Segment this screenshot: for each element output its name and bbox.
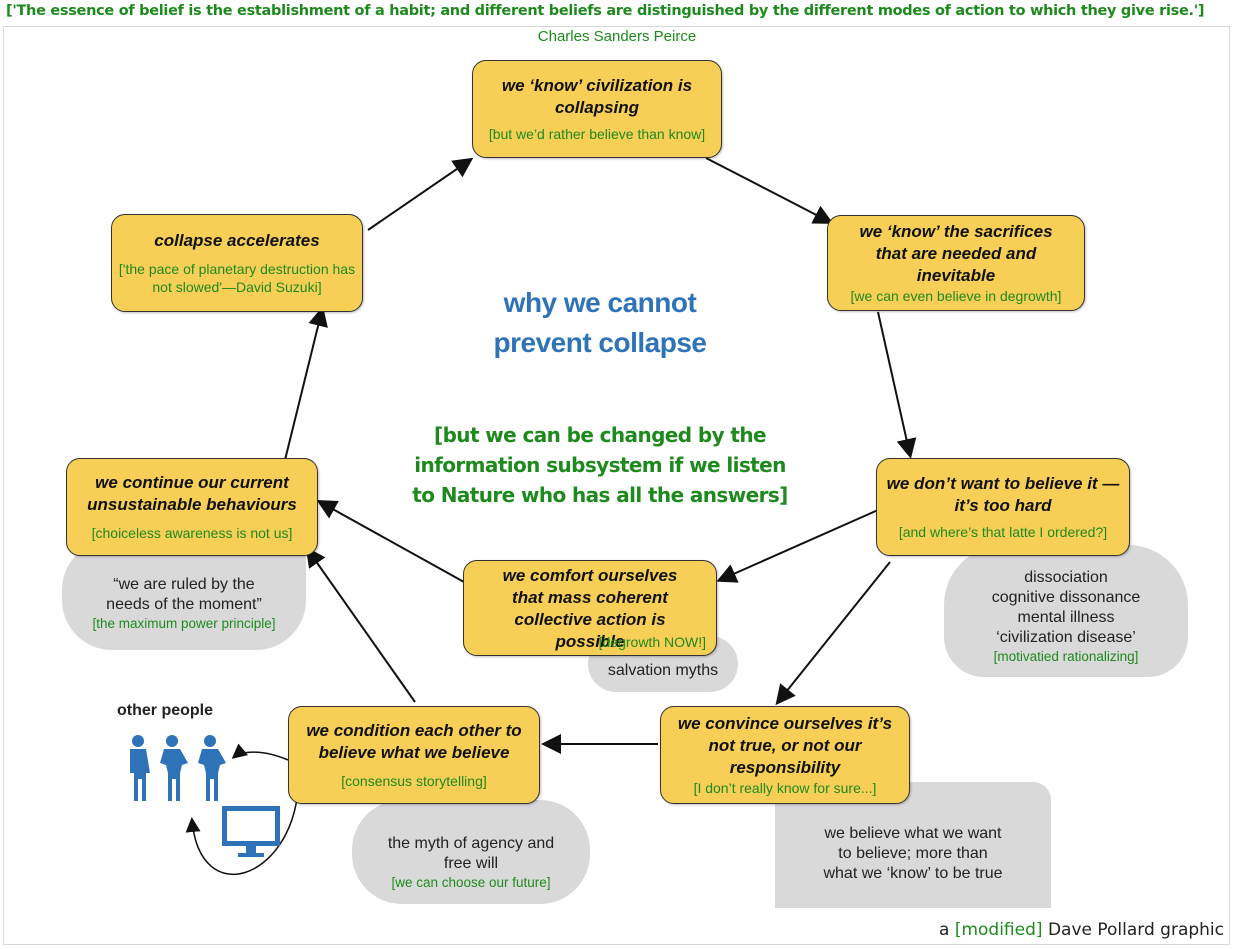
node-comfort-ourselves: we comfort ourselves that mass coherent … (463, 560, 717, 656)
node-subtext: ['the pace of planetary destruction has … (118, 261, 356, 295)
title-line: prevent collapse (493, 327, 707, 358)
diagram-frame (3, 26, 1230, 945)
node-dont-want-to-believe: we don’t want to believe it — it’s too h… (876, 458, 1130, 556)
note-line: information subsystem if we listen (414, 453, 786, 477)
node-know-sacrifices: we ‘know’ the sacrifices that are needed… (827, 215, 1085, 311)
arrow (705, 157, 834, 224)
center-note: [but we can be changed by the informatio… (380, 420, 820, 510)
node-text: we condition each other to believe what … (306, 721, 522, 762)
person-icon (198, 735, 226, 801)
node-subtext: [I don’t really know for sure...] (693, 780, 877, 796)
credit-suffix: Dave Pollard graphic (1047, 920, 1224, 940)
node-text: we ‘know’ the sacrifices that are needed… (859, 222, 1053, 285)
cloud-subtext: [motivatied rationalizing] (993, 649, 1139, 664)
cloud-myth-of-agency: the myth of agency and free will [we can… (352, 800, 590, 904)
diagram-title: why we cannot prevent collapse (450, 283, 750, 363)
credit-modified: [modified] (954, 920, 1043, 940)
node-subtext: [we can even believe in degrowth] (850, 288, 1062, 304)
cloud-dissociation: dissociation cognitive dissonance mental… (944, 545, 1188, 677)
cloud-subtext: [the maximum power principle] (92, 616, 276, 631)
arrow (284, 306, 328, 461)
other-people-label: other people (117, 702, 214, 719)
node-know-collapsing: we ‘know’ civilization is collapsing [bu… (472, 60, 722, 158)
node-convince-ourselves: we convince ourselves it’s not true, or … (660, 706, 910, 804)
monitor-icon (222, 806, 280, 857)
arrow (231, 743, 289, 761)
cloud-text: “we are ruled by the needs of the moment… (106, 576, 262, 613)
arrow (775, 561, 891, 706)
node-text: we continue our current unsustainable be… (87, 473, 297, 514)
pillar-text: we believe what we want to believe; more… (823, 825, 1003, 882)
arrow (367, 157, 474, 231)
node-condition-each-other: we condition each other to believe what … (288, 706, 540, 804)
cloud-text: salvation myths (607, 662, 719, 679)
node-text: we don’t want to believe it — it’s too h… (886, 474, 1120, 515)
node-text: we convince ourselves it’s not true, or … (677, 714, 893, 777)
cloud-needs-of-moment: “we are ruled by the needs of the moment… (62, 540, 306, 650)
note-line: [but we can be changed by the (434, 423, 766, 447)
arrow (305, 546, 416, 703)
cloud-subtext: [we can choose our future] (391, 875, 551, 890)
node-subtext: [and where’s that latte I ordered?] (898, 524, 1108, 540)
cloud-text: cognitive dissonance (991, 589, 1141, 606)
node-subtext: [but we’d rather believe than know] (488, 126, 706, 142)
node-collapse-accelerates: collapse accelerates ['the pace of plane… (111, 214, 363, 312)
arrow (877, 311, 917, 459)
node-text: collapse accelerates (154, 231, 320, 250)
cloud-text: ‘civilization disease’ (996, 629, 1136, 646)
person-icon (130, 735, 150, 801)
quote-author: Charles Sanders Peirce (537, 28, 697, 45)
arrow (716, 509, 879, 583)
node-text: we ‘know’ civilization is collapsing (501, 76, 693, 117)
arrow (185, 789, 299, 876)
title-line: why we cannot (503, 287, 697, 318)
credit-line: a [modified] Dave Pollard graphic (939, 920, 1224, 940)
node-continue-behaviours: we continue our current unsustainable be… (66, 458, 318, 556)
node-subtext: [choiceless awareness is not us] (91, 525, 293, 541)
cloud-text: mental illness (1017, 609, 1115, 626)
cloud-text: dissociation (1024, 569, 1108, 586)
note-line: to Nature who has all the answers] (412, 483, 788, 507)
person-icon (160, 735, 188, 801)
cloud-text: the myth of agency and free will (387, 835, 555, 872)
arrow (316, 500, 465, 583)
peirce-quote: ['The essence of belief is the establish… (6, 3, 1205, 19)
credit-prefix: a (939, 920, 950, 940)
node-subtext: [degrowth NOW!] (598, 634, 706, 650)
node-text: we comfort ourselves that mass coherent … (502, 566, 678, 651)
node-subtext: [consensus storytelling] (341, 773, 487, 789)
